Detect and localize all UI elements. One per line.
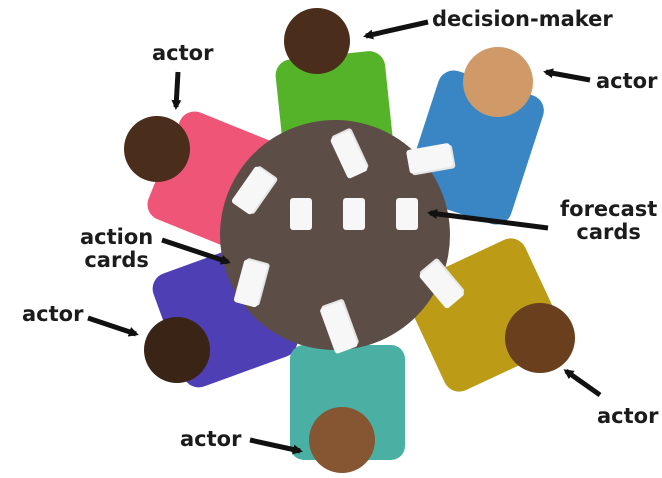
arrow-actor-bottom: [249, 437, 303, 455]
arrow-actor-bottom-right: [563, 368, 602, 398]
head-actor-bottom: [309, 407, 375, 473]
label-actor-top-right: actor: [596, 69, 658, 93]
label-action-cards: action cards: [80, 225, 154, 273]
forecast-card-1: [290, 198, 312, 230]
label-actor-bottom-left: actor: [22, 302, 84, 326]
action-card-stack-4: [233, 258, 270, 308]
head-decision-maker: [284, 8, 350, 74]
arrow-actor-left: [171, 71, 182, 110]
label-actor-bottom: actor: [180, 427, 242, 451]
label-forecast-cards: forecast cards: [560, 197, 658, 245]
label-forecast-line2: cards: [576, 220, 641, 245]
label-action-line2: cards: [84, 248, 149, 273]
label-forecast-line1: forecast: [560, 197, 658, 221]
head-actor-top-right: [463, 47, 533, 117]
action-card-stack-6: [419, 258, 465, 309]
round-table: [220, 120, 450, 350]
head-actor-left: [124, 116, 190, 182]
arrow-forecast-cards: [427, 208, 549, 231]
forecast-card-3: [396, 198, 418, 230]
action-card-stack-5: [320, 299, 359, 354]
arrow-decision-maker: [363, 19, 429, 40]
label-actor-left: actor: [152, 41, 214, 65]
arrow-action-cards: [161, 237, 231, 265]
action-card-stack-2: [406, 143, 456, 176]
action-card-stack-3: [231, 166, 278, 215]
action-card-stack-1: [330, 128, 369, 179]
label-decision-maker: decision-maker: [432, 7, 613, 31]
arrow-actor-top-right: [543, 68, 591, 83]
label-action-line1: action: [80, 225, 154, 249]
head-actor-bottom-left: [144, 317, 210, 383]
label-actor-bottom-right: actor: [597, 404, 659, 428]
arrow-actor-bottom-left: [87, 315, 139, 337]
forecast-card-2: [343, 198, 365, 230]
head-actor-bottom-right: [505, 303, 575, 373]
